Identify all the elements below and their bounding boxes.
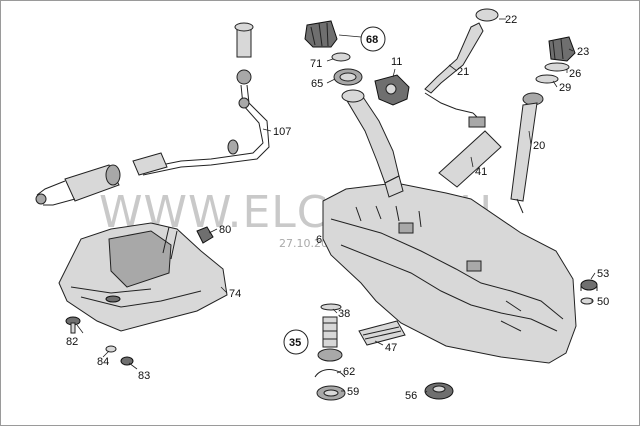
callout-20[interactable]: 20 — [533, 140, 545, 152]
washer-84[interactable] — [105, 345, 117, 353]
callout-circle-35 — [283, 329, 309, 355]
callout-84[interactable]: 84 — [97, 356, 109, 368]
callout-labels: 22 68 71 11 21 23 26 29 65 107 20 41 80 … — [66, 14, 609, 402]
callout-circle-68 — [360, 26, 386, 52]
suction-pipe-20[interactable] — [510, 92, 544, 214]
callout-35[interactable]: 35 — [289, 337, 301, 349]
sender-unit-11[interactable] — [374, 74, 410, 106]
bolt-82[interactable] — [65, 316, 81, 334]
callout-71[interactable]: 71 — [310, 58, 322, 70]
nut-83[interactable] — [120, 356, 134, 366]
leader-lines — [76, 18, 596, 394]
seal-ring-29[interactable] — [535, 74, 559, 84]
callout-29[interactable]: 29 — [559, 82, 571, 94]
heat-shield-41[interactable] — [438, 130, 502, 188]
drain-unit-35[interactable] — [317, 316, 343, 362]
callout-26[interactable]: 26 — [569, 68, 581, 80]
cap-53[interactable] — [580, 279, 598, 291]
fuel-line-107[interactable] — [132, 22, 270, 176]
callout-62[interactable]: 62 — [343, 366, 355, 378]
seal-ring-71[interactable] — [331, 52, 351, 62]
flange-ring-65[interactable] — [333, 68, 363, 86]
callout-83[interactable]: 83 — [138, 370, 150, 382]
callout-23[interactable]: 23 — [577, 46, 589, 58]
callout-11[interactable]: 11 — [391, 56, 402, 68]
callout-50[interactable]: 50 — [597, 296, 609, 308]
callout-22[interactable]: 22 — [505, 14, 517, 26]
callout-65[interactable]: 65 — [311, 78, 323, 90]
callout-82[interactable]: 82 — [66, 336, 78, 348]
filler-neck[interactable] — [341, 89, 404, 198]
callout-107[interactable]: 107 — [273, 126, 291, 138]
clip-ring-62[interactable] — [314, 369, 346, 378]
fuel-filter[interactable] — [35, 164, 121, 206]
clip-80[interactable] — [196, 226, 214, 244]
callout-6[interactable]: 6 — [316, 234, 322, 246]
fuel-tank[interactable] — [322, 182, 577, 364]
level-sensor-21[interactable] — [424, 8, 499, 128]
ring-38[interactable] — [320, 303, 342, 311]
nut-ring-59[interactable] — [316, 385, 346, 401]
seal-ring-26[interactable] — [544, 62, 570, 72]
callout-41[interactable]: 41 — [475, 166, 487, 178]
callout-47[interactable]: 47 — [385, 342, 397, 354]
pump-cap-23[interactable] — [548, 36, 576, 62]
callout-38[interactable]: 38 — [338, 308, 350, 320]
callout-68[interactable]: 68 — [366, 34, 378, 46]
cap-56[interactable] — [424, 382, 454, 400]
callout-53[interactable]: 53 — [597, 268, 609, 280]
callout-74[interactable]: 74 — [229, 288, 241, 300]
filler-cap-68[interactable] — [304, 20, 338, 48]
callout-59[interactable]: 59 — [347, 386, 359, 398]
callout-80[interactable]: 80 — [219, 224, 231, 236]
callout-56[interactable]: 56 — [405, 390, 417, 402]
callout-21[interactable]: 21 — [457, 66, 469, 78]
shield-plate-74[interactable] — [58, 222, 228, 332]
cover-47[interactable] — [358, 320, 406, 346]
